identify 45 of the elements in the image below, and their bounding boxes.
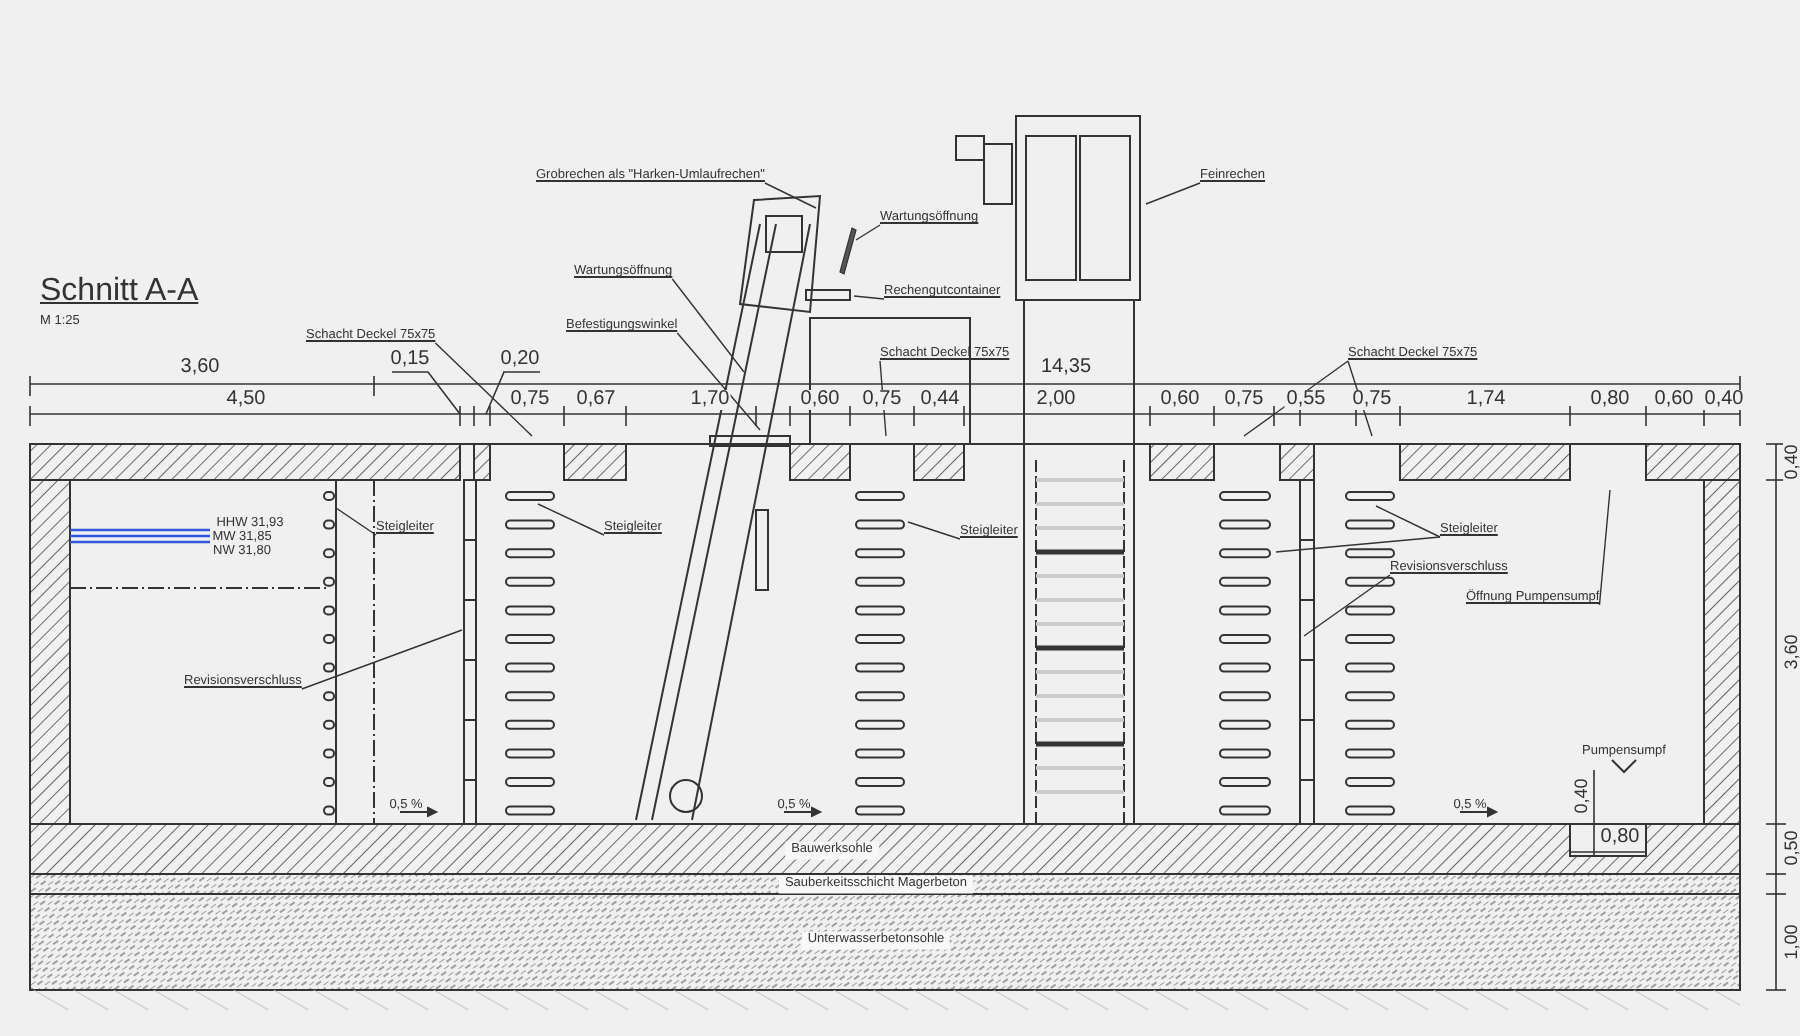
leader-line — [855, 224, 881, 241]
dimension-label: 3,60 — [178, 358, 222, 378]
dimension-label: 0,75 — [508, 390, 552, 410]
leader-line — [1375, 505, 1441, 538]
dimension-label: 14,35 — [1038, 358, 1094, 378]
dimension-label: 0,20 — [498, 350, 542, 370]
leader-line — [1347, 360, 1373, 437]
dimension-label: 0,60 — [1158, 390, 1202, 410]
leader-line — [434, 342, 533, 437]
dimension-label: 1,74 — [1464, 390, 1508, 410]
leader-line — [764, 182, 817, 209]
leader-line — [879, 360, 887, 437]
dimension-label: 0,44 — [918, 390, 962, 410]
dimension-label: 1,70 — [688, 390, 732, 410]
drawing-title: Schnitt A-A — [40, 276, 199, 308]
dimension-label: 1,00 — [1783, 922, 1800, 962]
dimension-label: 2,00 — [1034, 390, 1078, 410]
leader-line — [1243, 360, 1349, 437]
leader-line — [1598, 489, 1611, 606]
dimension-label: 0,55 — [1284, 390, 1328, 410]
leader-line — [853, 295, 885, 300]
dimension-label: 0,75 — [1222, 390, 1266, 410]
dimension-label: 0,75 — [1350, 390, 1394, 410]
dimension-label: 0,80 — [1588, 390, 1632, 410]
leader-line — [907, 521, 961, 540]
dimension-label: 0,15 — [388, 350, 432, 370]
leader-line — [301, 629, 463, 690]
leader-line — [1275, 536, 1441, 553]
leader-line — [537, 503, 605, 536]
leader-line — [1303, 574, 1391, 637]
dimension-label: 0,40 — [1783, 442, 1800, 482]
dimension-label: 0,75 — [860, 390, 904, 410]
leader-line — [671, 278, 745, 373]
dimension-label: 0,80 — [1598, 828, 1642, 848]
dimension-label: 0,40 — [1573, 776, 1591, 816]
leader-line — [335, 507, 377, 536]
dimension-label: 0,40 — [1702, 390, 1746, 410]
dimension-label: 0,50 — [1783, 828, 1800, 868]
dimension-label: 0,60 — [1652, 390, 1696, 410]
dimension-label: 0,60 — [798, 390, 842, 410]
leader-line — [1145, 182, 1201, 205]
dimension-label: 3,60 — [1783, 632, 1800, 672]
dimension-label: 0,67 — [574, 390, 618, 410]
dimension-label: 4,50 — [224, 390, 268, 410]
leader-line — [676, 332, 761, 431]
